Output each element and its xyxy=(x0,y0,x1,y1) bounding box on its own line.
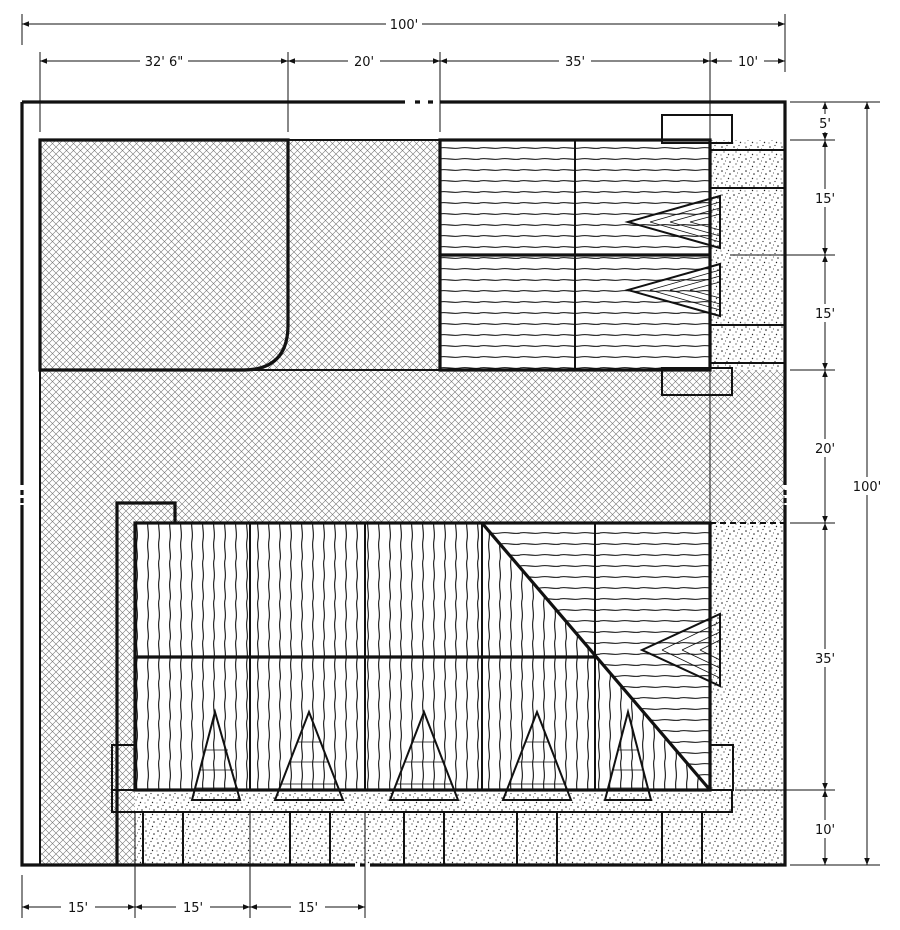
dormer-side xyxy=(639,612,721,688)
dormer-top-2 xyxy=(624,262,721,318)
dim-right-6: 10' xyxy=(815,823,835,838)
dormer-front-4 xyxy=(501,709,573,801)
dormer-front-5 xyxy=(603,708,653,801)
dimensions-bottom: 15' 15' 15' xyxy=(21,812,366,918)
dim-right-1: 5' xyxy=(819,117,831,132)
side-stair-left xyxy=(111,744,136,791)
dim-top-2: 20' xyxy=(354,55,374,70)
dim-bottom-2: 15' xyxy=(183,901,203,916)
dim-right-3: 15' xyxy=(815,307,835,322)
dim-top-4: 10' xyxy=(738,55,758,70)
dormer-top-1 xyxy=(624,194,721,250)
building-top-right xyxy=(438,114,786,396)
property-boundary xyxy=(20,100,787,867)
dim-right-5: 35' xyxy=(815,652,835,667)
dim-bottom-1: 15' xyxy=(68,901,88,916)
building-bottom-row xyxy=(111,501,734,866)
side-stair-right xyxy=(709,744,734,791)
dim-right-2: 15' xyxy=(815,192,835,207)
dormer-front-2 xyxy=(273,709,345,801)
chimney xyxy=(115,501,177,865)
porch-step-mid xyxy=(661,367,733,396)
front-yard-stipple-bottom xyxy=(135,790,710,865)
dim-bottom-3: 15' xyxy=(298,901,318,916)
side-yard-stipple-right-bottom xyxy=(710,523,785,865)
dim-overall-height: 100' xyxy=(853,480,881,495)
dimensions-right: 5' 15' 15' 20' 35' 10' 100' xyxy=(730,101,886,866)
dim-top-1: 32' 6" xyxy=(145,55,184,70)
dim-top-3: 35' xyxy=(565,55,585,70)
porch-step-top xyxy=(661,114,733,144)
dormer-front-3 xyxy=(388,709,460,801)
dimensions-top: 100' 32' 6" 20' 35' 10' xyxy=(21,14,786,132)
dormer-front-1 xyxy=(190,708,242,801)
dim-right-4: 20' xyxy=(815,442,835,457)
dim-overall-width: 100' xyxy=(390,18,418,33)
